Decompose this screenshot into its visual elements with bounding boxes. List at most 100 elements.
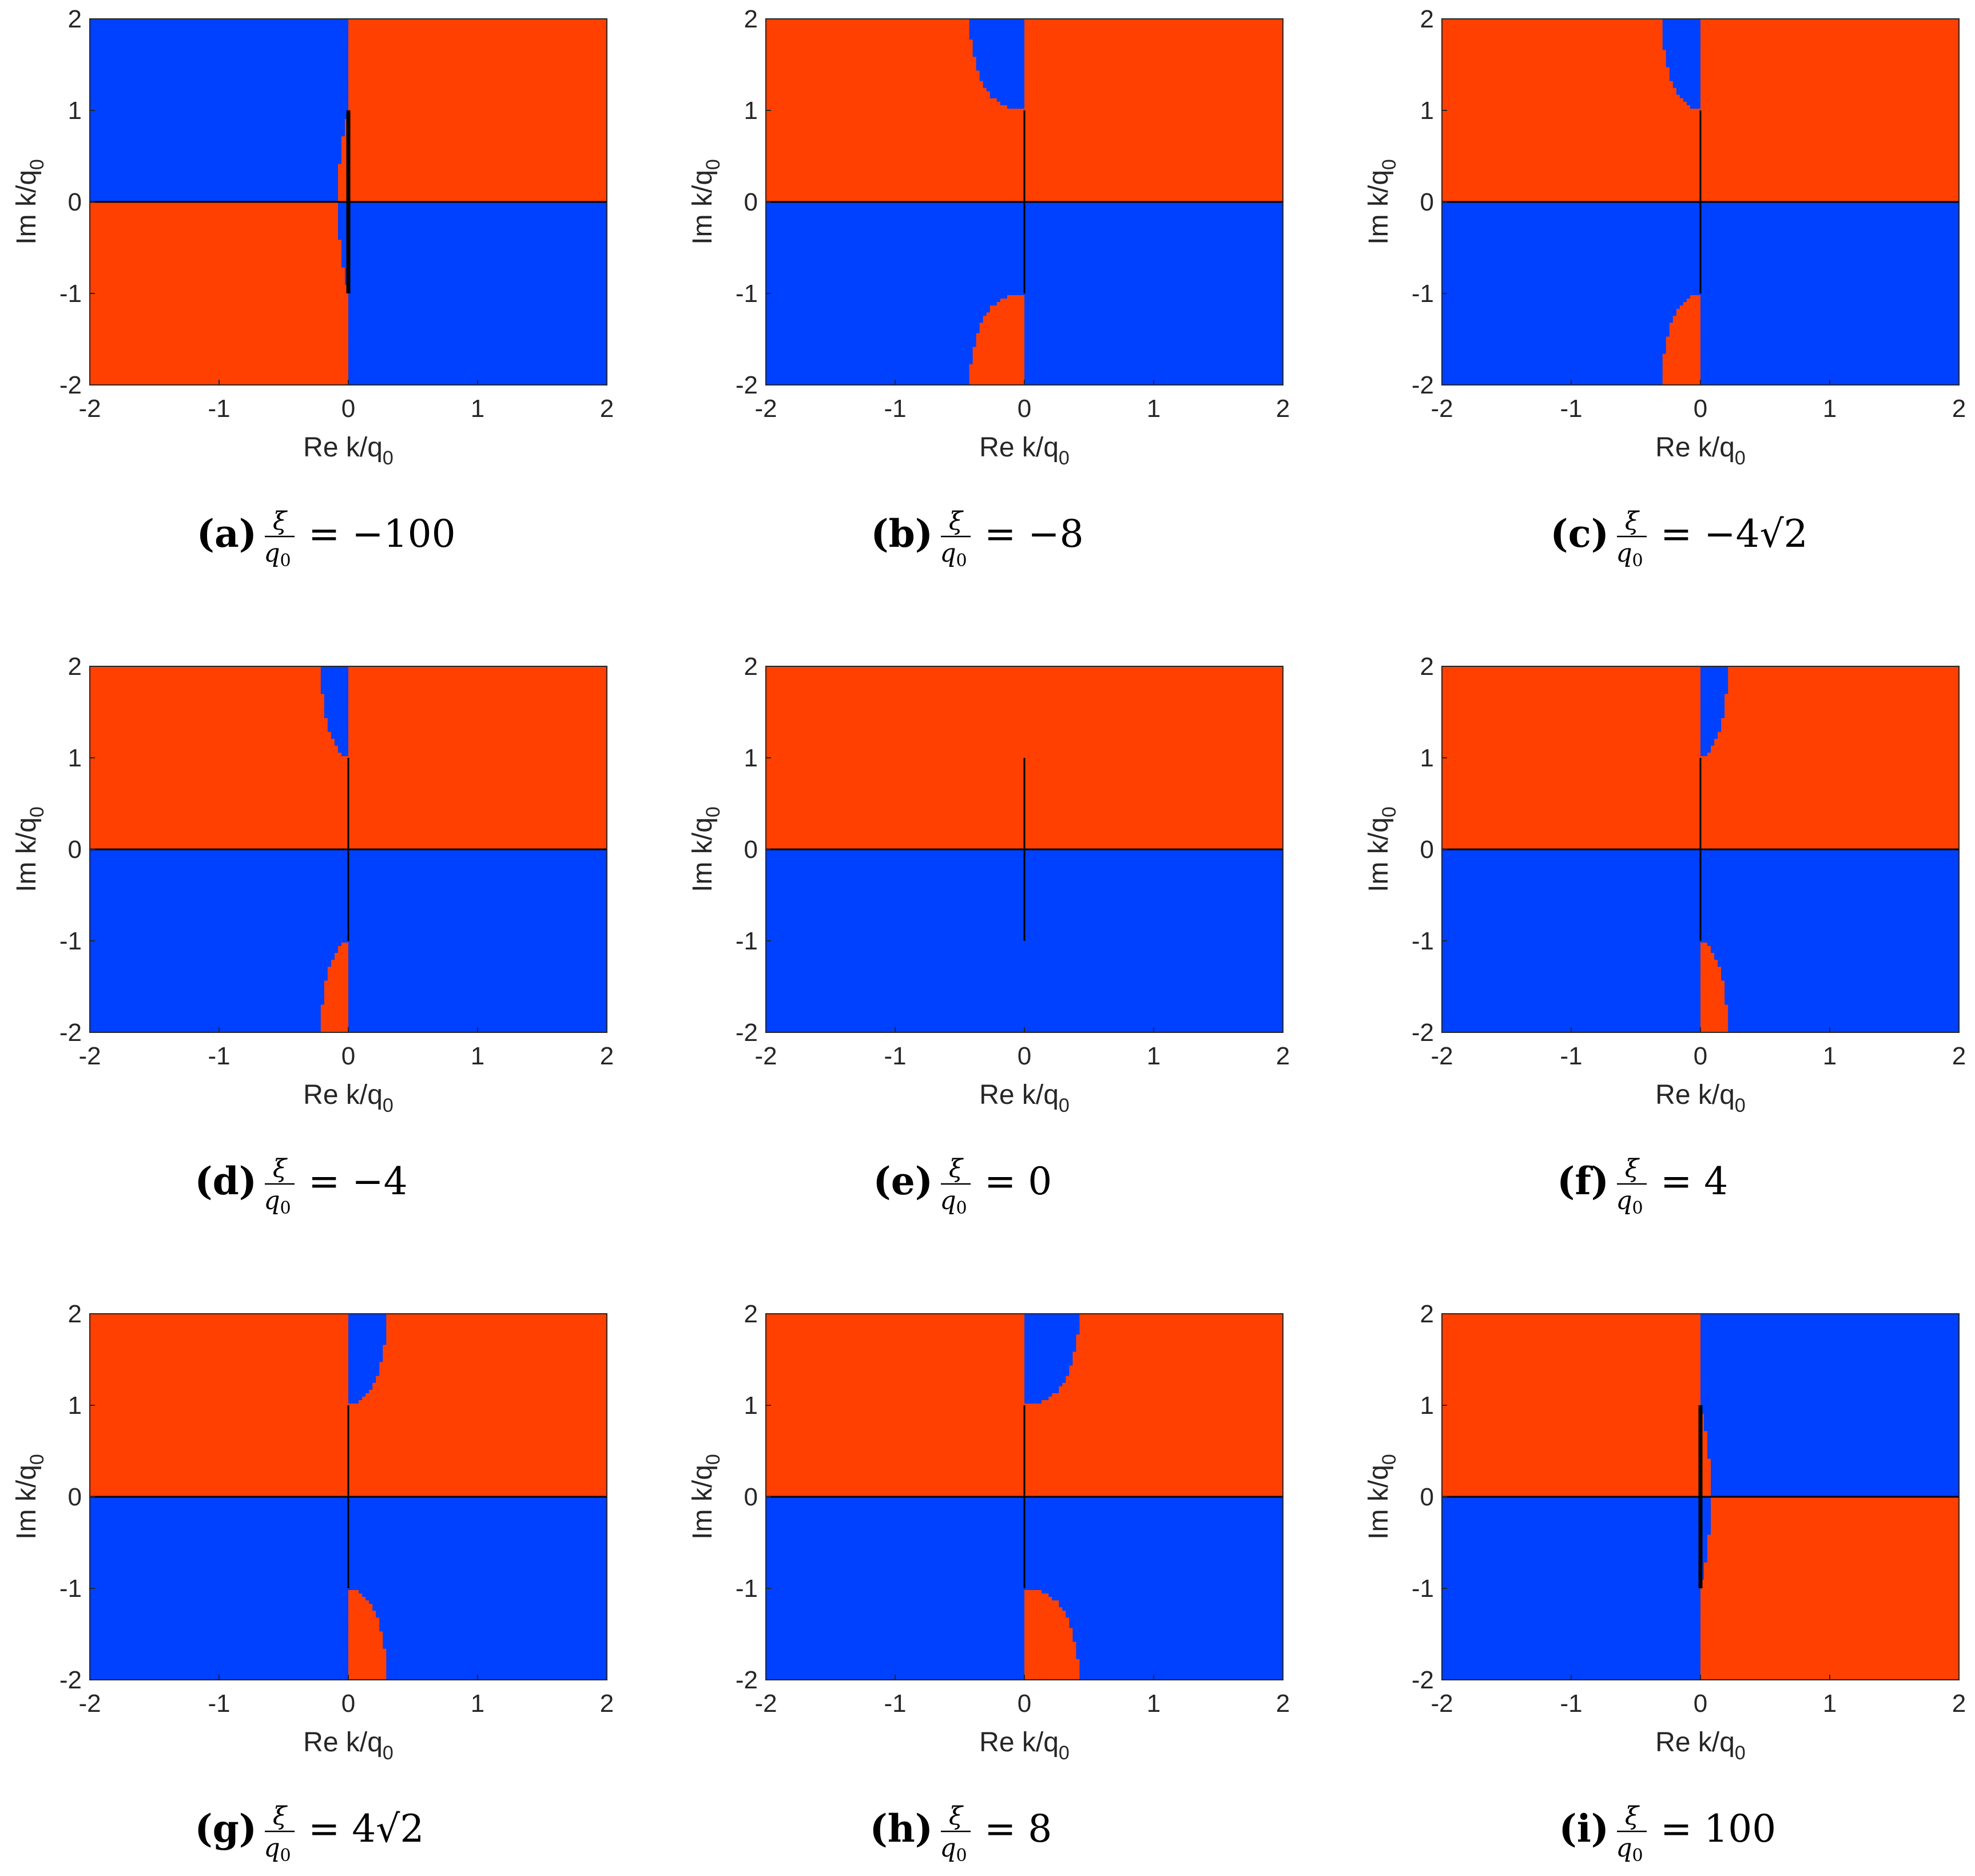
region-negative [376, 1611, 607, 1615]
region-positive [1442, 1438, 1708, 1442]
region-negative [979, 77, 1025, 82]
region-negative [1048, 1593, 1283, 1597]
region-negative [90, 184, 339, 189]
region-negative [337, 202, 607, 206]
region-positive [1700, 967, 1722, 971]
region-positive [983, 316, 1025, 320]
region-negative [324, 694, 349, 698]
caption-value: = 8 [984, 1807, 1052, 1851]
region-positive [1700, 991, 1725, 995]
region-positive [337, 188, 607, 192]
region-positive [348, 1624, 380, 1629]
y-tick-label: -1 [1412, 927, 1434, 955]
region-positive [766, 60, 977, 65]
region-positive [1024, 98, 1283, 102]
region-positive [348, 683, 607, 688]
region-positive [90, 718, 328, 722]
region-negative [327, 721, 349, 726]
region-negative [766, 1590, 1025, 1594]
region-positive [1442, 666, 1701, 670]
region-positive [1707, 752, 1959, 757]
region-positive [376, 1376, 607, 1380]
region-positive [1711, 1517, 1959, 1522]
region-positive [1700, 970, 1722, 975]
region-negative [1442, 1662, 1701, 1667]
region-positive [1700, 26, 1959, 30]
region-positive [766, 690, 1283, 695]
region-positive [348, 745, 607, 750]
region-positive [1676, 309, 1701, 313]
region-negative [766, 1001, 1283, 1005]
region-negative [1059, 1604, 1283, 1608]
panel-caption: (c)ξq0= −4√2 [1550, 507, 1807, 571]
region-negative [348, 323, 607, 327]
region-negative [766, 939, 1283, 943]
region-negative [1442, 960, 1701, 964]
region-positive [1024, 84, 1283, 89]
region-negative [90, 943, 342, 947]
region-negative [90, 1662, 349, 1667]
region-negative [1042, 1590, 1283, 1594]
region-positive [90, 305, 349, 309]
region-positive [1442, 101, 1687, 106]
region-positive [766, 53, 973, 58]
region-positive [766, 57, 977, 61]
region-positive [1024, 70, 1283, 75]
region-positive [1024, 29, 1283, 33]
region-negative [1700, 329, 1959, 334]
region-negative [1442, 305, 1680, 309]
region-negative [90, 987, 325, 992]
region-positive [90, 1324, 349, 1328]
region-positive [90, 257, 342, 261]
region-positive [1076, 1334, 1283, 1339]
region-negative [1024, 1341, 1077, 1346]
region-negative [337, 233, 607, 237]
region-positive [337, 194, 607, 199]
x-tick-label: 1 [471, 1690, 484, 1718]
region-negative [348, 1379, 377, 1384]
region-positive [1442, 1321, 1701, 1325]
region-negative [766, 302, 998, 306]
region-positive [1442, 687, 1701, 691]
region-negative [90, 1600, 349, 1604]
region-negative [766, 949, 1283, 953]
region-positive [1700, 81, 1959, 85]
region-positive [1024, 33, 1283, 37]
region-negative [1700, 302, 1959, 306]
region-negative [1700, 295, 1959, 299]
region-negative [1066, 1611, 1283, 1615]
region-positive [1024, 57, 1283, 61]
region-negative [348, 1352, 384, 1356]
region-negative [348, 963, 607, 968]
region-negative [341, 260, 607, 265]
region-positive [1711, 745, 1959, 750]
region-positive [379, 1362, 607, 1366]
region-positive [348, 50, 607, 54]
region-negative [1690, 105, 1701, 109]
region-positive [1700, 1028, 1729, 1032]
region-positive [1442, 1396, 1701, 1401]
region-positive [348, 1607, 373, 1612]
region-negative [324, 704, 349, 709]
region-positive [1728, 687, 1959, 691]
region-negative [976, 67, 1025, 71]
region-negative [1024, 360, 1283, 365]
region-negative [766, 374, 970, 379]
x-tick-label: -2 [78, 1042, 101, 1070]
region-positive [90, 1400, 349, 1404]
region-negative [766, 316, 984, 320]
region-positive [1442, 81, 1674, 85]
x-tick-label: -2 [754, 1042, 777, 1070]
region-negative [372, 1604, 607, 1608]
y-axis-label: Im k/q0 [688, 159, 724, 245]
region-negative [976, 63, 1025, 68]
region-negative [1024, 302, 1283, 306]
region-positive [348, 728, 607, 733]
region-positive [1024, 26, 1283, 30]
region-positive [1442, 1365, 1701, 1370]
region-negative [766, 960, 1283, 964]
region-positive [1442, 57, 1667, 61]
region-negative [766, 1624, 1025, 1629]
region-negative [1707, 1452, 1959, 1456]
